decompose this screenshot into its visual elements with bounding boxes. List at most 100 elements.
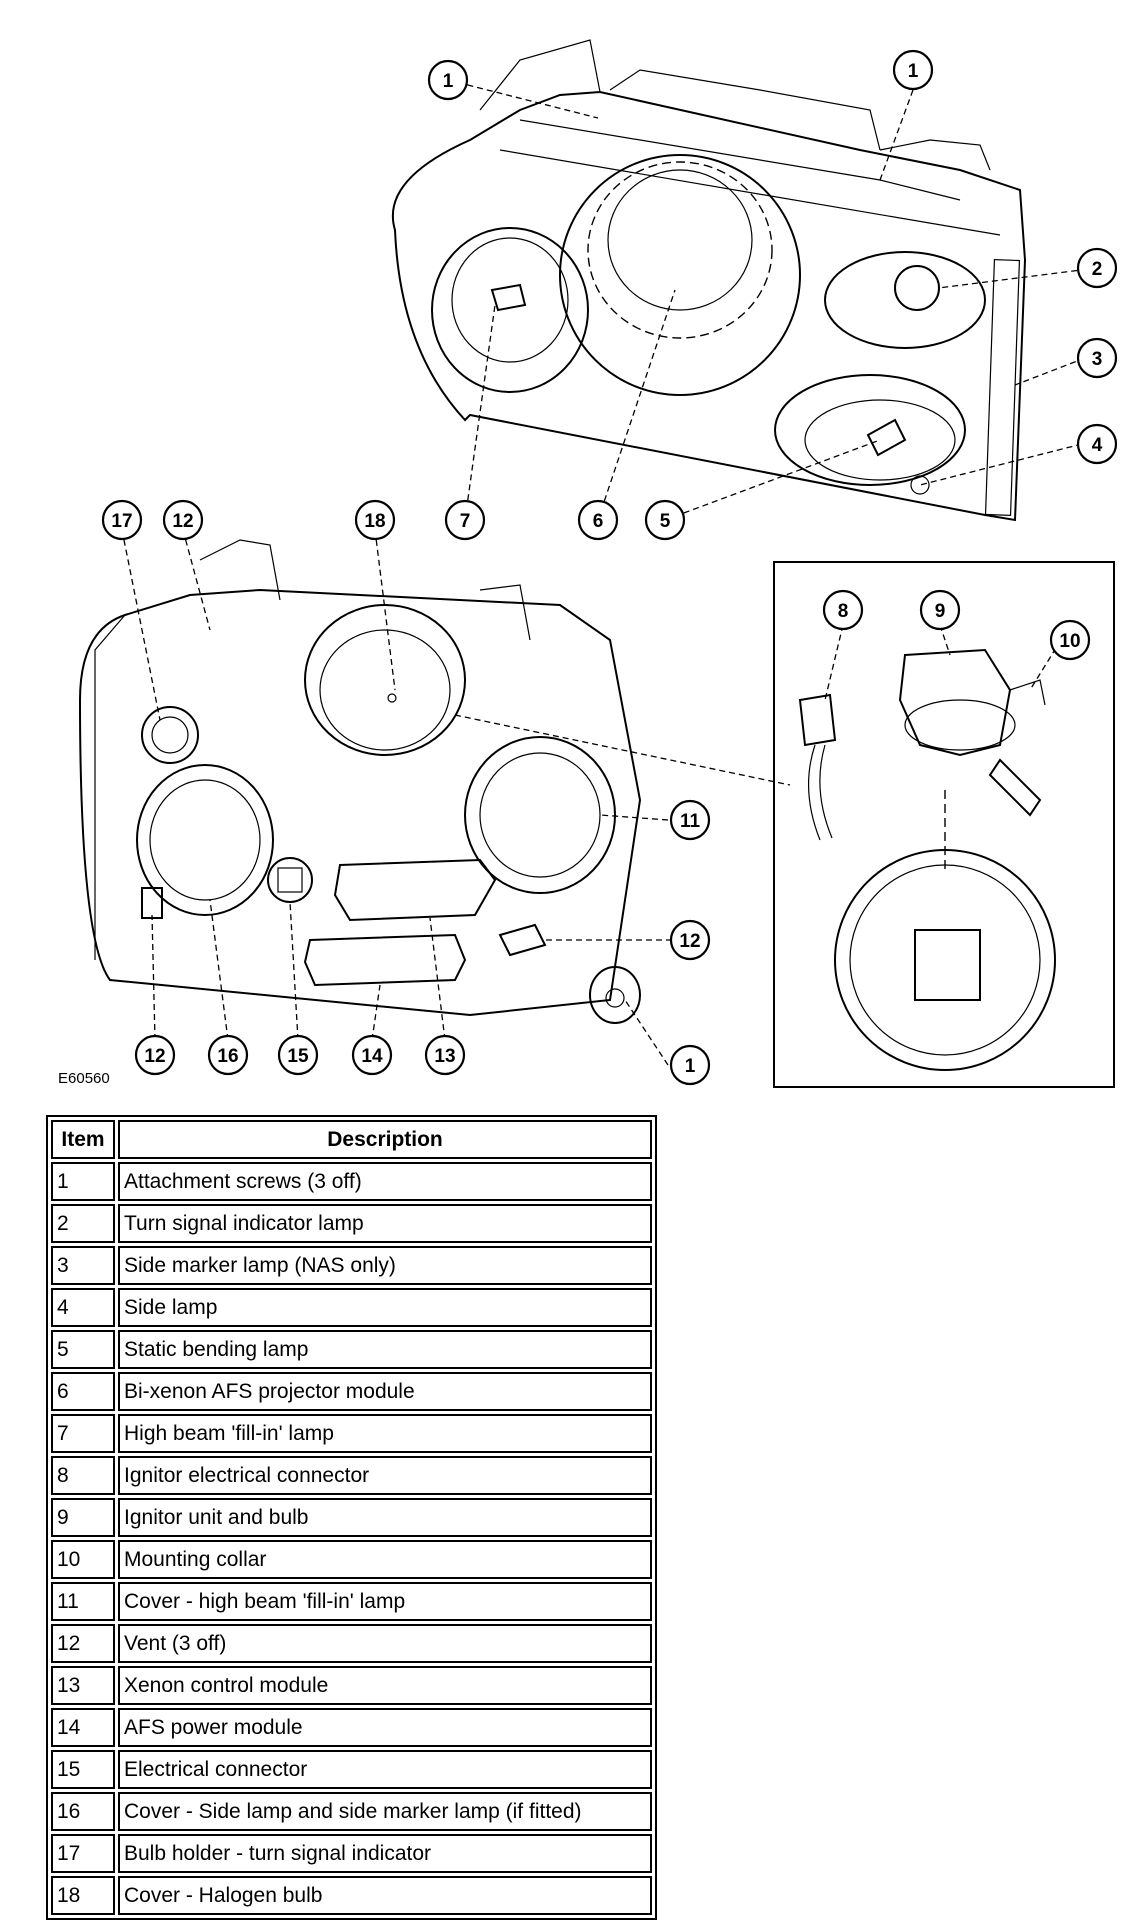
callout-circle xyxy=(669,919,711,961)
callout-17: 17 xyxy=(101,499,143,541)
callout-circle xyxy=(424,1034,466,1076)
callout-circle xyxy=(1076,337,1118,379)
legend-item-description: Side marker lamp (NAS only) xyxy=(118,1246,652,1285)
callout-circle xyxy=(892,49,934,91)
callout-16: 16 xyxy=(207,1034,249,1076)
legend-item-number: 13 xyxy=(51,1666,115,1705)
callout-label: 11 xyxy=(680,811,701,832)
legend-item-description: Xenon control module xyxy=(118,1666,652,1705)
legend-header-description: Description xyxy=(118,1120,652,1159)
legend-item-number: 6 xyxy=(51,1372,115,1411)
callout-label: 8 xyxy=(838,601,849,622)
callout-label: 13 xyxy=(434,1046,455,1067)
callout-label: 1 xyxy=(685,1056,696,1077)
legend-item-number: 2 xyxy=(51,1204,115,1243)
legend-item-description: High beam 'fill-in' lamp xyxy=(118,1414,652,1453)
callout-label: 9 xyxy=(935,601,946,622)
legend-item-description: Vent (3 off) xyxy=(118,1624,652,1663)
callout-11: 11 xyxy=(669,799,711,841)
legend-header-row: Item Description xyxy=(51,1120,652,1159)
headlamp-front-view xyxy=(391,39,1027,522)
callout-13: 13 xyxy=(424,1034,466,1076)
legend-header-item: Item xyxy=(51,1120,115,1159)
legend-item-number: 12 xyxy=(51,1624,115,1663)
callout-label: 1 xyxy=(908,61,919,82)
legend-item-description: Turn signal indicator lamp xyxy=(118,1204,652,1243)
callout-3: 3 xyxy=(1076,337,1118,379)
callout-circle xyxy=(577,499,619,541)
legend-item-description: Bulb holder - turn signal indicator xyxy=(118,1834,652,1873)
legend-item-number: 4 xyxy=(51,1288,115,1327)
callout-circle xyxy=(207,1034,249,1076)
callout-5: 5 xyxy=(644,499,686,541)
callout-label: 7 xyxy=(460,511,471,532)
legend-item-number: 17 xyxy=(51,1834,115,1873)
headlamp-rear-view xyxy=(78,539,642,1024)
callout-circle xyxy=(277,1034,319,1076)
callout-7: 7 xyxy=(444,499,486,541)
legend-item-number: 5 xyxy=(51,1330,115,1369)
callout-label: 10 xyxy=(1059,631,1080,652)
callout-label: 12 xyxy=(679,931,700,952)
legend-item-description: Attachment screws (3 off) xyxy=(118,1162,652,1201)
legend-item-description: Ignitor electrical connector xyxy=(118,1456,652,1495)
callout-circle xyxy=(669,1044,711,1086)
legend-item-description: Ignitor unit and bulb xyxy=(118,1498,652,1537)
callout-label: 6 xyxy=(593,511,604,532)
legend-item-number: 1 xyxy=(51,1162,115,1201)
callout-label: 4 xyxy=(1092,435,1103,456)
callout-8: 8 xyxy=(822,589,864,631)
callout-2: 2 xyxy=(1076,247,1118,289)
legend-item-description: Side lamp xyxy=(118,1288,652,1327)
callout-12: 12 xyxy=(669,919,711,961)
ignitor-inset xyxy=(773,561,1115,1088)
legend-item-number: 18 xyxy=(51,1876,115,1915)
legend-item-description: Cover - Halogen bulb xyxy=(118,1876,652,1915)
callout-circle xyxy=(444,499,486,541)
callout-1: 1 xyxy=(669,1044,711,1086)
callout-circle xyxy=(1076,247,1118,289)
callout-circle xyxy=(919,589,961,631)
callout-18: 18 xyxy=(354,499,396,541)
callout-14: 14 xyxy=(351,1034,393,1076)
legend-item-number: 14 xyxy=(51,1708,115,1747)
legend-item-number: 11 xyxy=(51,1582,115,1621)
callout-circle xyxy=(822,589,864,631)
callout-label: 17 xyxy=(111,511,132,532)
callout-1: 1 xyxy=(892,49,934,91)
legend-item-description: Bi-xenon AFS projector module xyxy=(118,1372,652,1411)
callout-label: 12 xyxy=(144,1046,165,1067)
legend-item-number: 15 xyxy=(51,1750,115,1789)
legend-item-description: Mounting collar xyxy=(118,1540,652,1579)
callout-6: 6 xyxy=(577,499,619,541)
callout-label: 14 xyxy=(361,1046,383,1067)
callout-label: 15 xyxy=(287,1046,309,1067)
callout-circle xyxy=(134,1034,176,1076)
callout-12: 12 xyxy=(162,499,204,541)
legend-item-description: Cover - high beam 'fill-in' lamp xyxy=(118,1582,652,1621)
callout-10: 10 xyxy=(1049,619,1091,661)
callout-circle xyxy=(101,499,143,541)
callout-circle xyxy=(669,799,711,841)
legend-item-description: Static bending lamp xyxy=(118,1330,652,1369)
callout-circle xyxy=(644,499,686,541)
legend-item-number: 9 xyxy=(51,1498,115,1537)
